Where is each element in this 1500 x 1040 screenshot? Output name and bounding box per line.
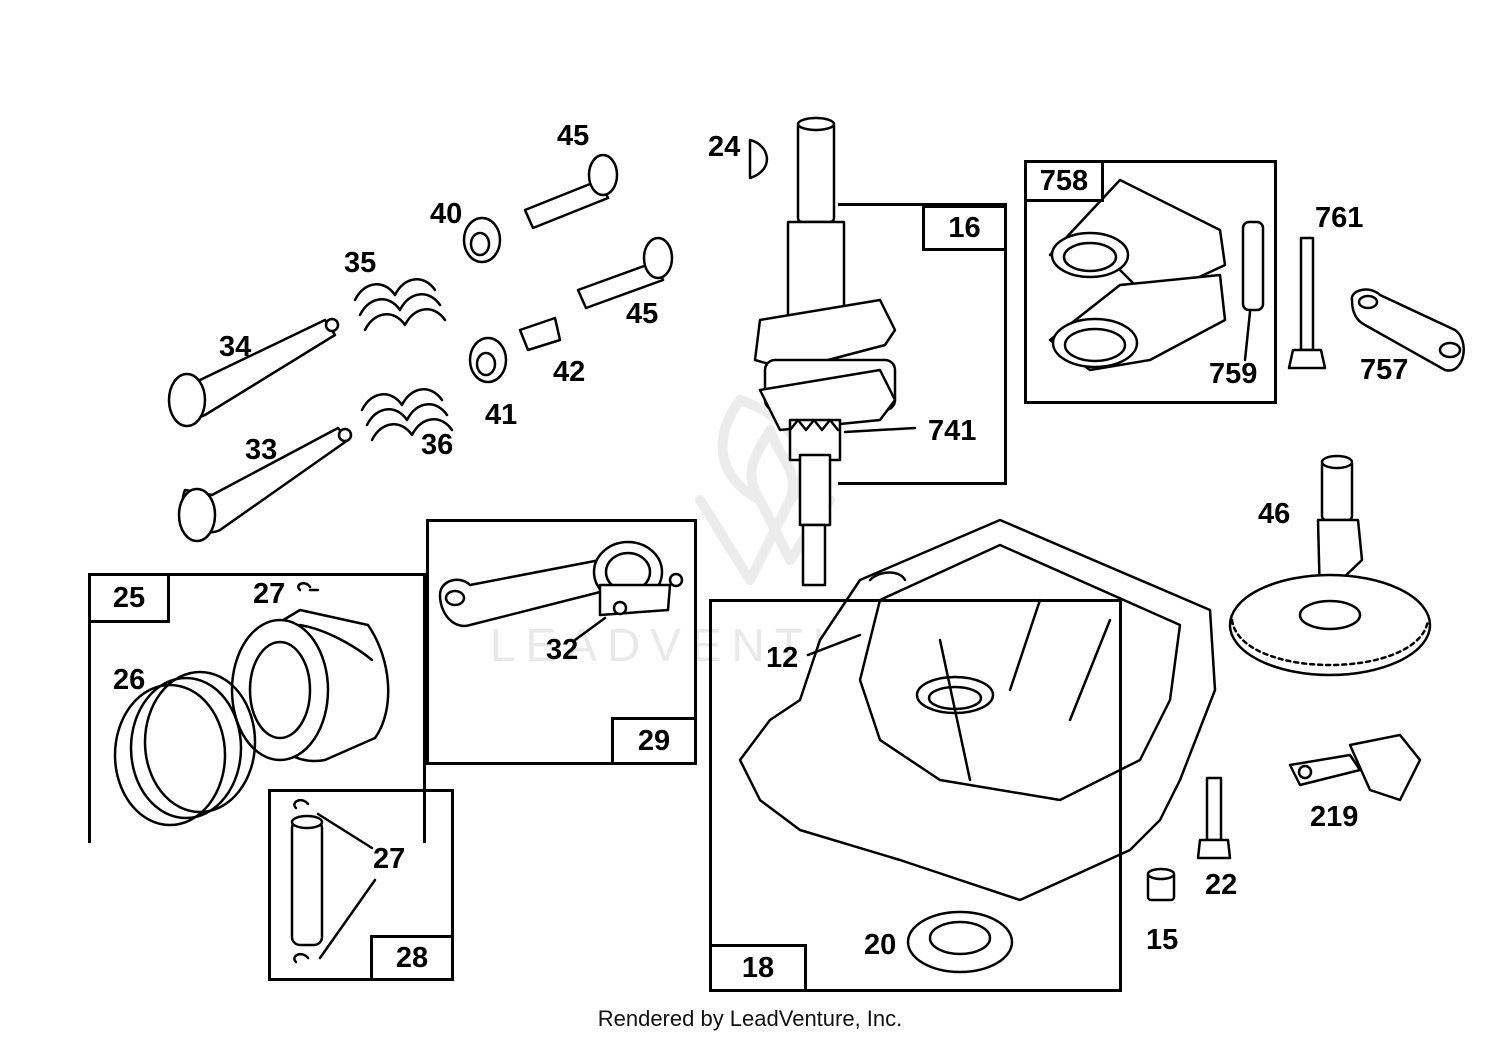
- box-label-758: 758: [1024, 160, 1104, 202]
- callout-34: 34: [219, 331, 252, 363]
- governor-frame: [1024, 160, 1277, 404]
- callout-45-lower: 45: [626, 298, 659, 330]
- callout-24: 24: [708, 131, 741, 163]
- piston-drawing: [230, 582, 390, 763]
- piston-pin-drawing: [290, 798, 377, 964]
- footer-credit: Rendered by LeadVenture, Inc.: [597, 1006, 903, 1031]
- callout-46: 46: [1258, 498, 1291, 530]
- callout-741: 741: [928, 415, 977, 447]
- governor-drawing: [1048, 178, 1265, 372]
- callout-22: 22: [1205, 869, 1238, 901]
- callout-27-lower: 27: [373, 843, 406, 875]
- callout-20: 20: [864, 929, 897, 961]
- box-label-28: 28: [370, 935, 454, 981]
- callout-41: 41: [485, 399, 518, 431]
- camshaft-drawing: [1228, 454, 1432, 677]
- bolt-761-drawing: [1287, 236, 1327, 370]
- callout-759: 759: [1209, 358, 1258, 390]
- sump-frame: [709, 599, 1122, 992]
- crankshaft-drawing: [753, 116, 897, 587]
- piston-pin-frame: [268, 789, 454, 981]
- box-label-29: 29: [611, 717, 697, 765]
- link-757-drawing: [1350, 288, 1465, 372]
- retainers-drawing: [462, 216, 562, 384]
- callout-27-upper: 27: [253, 578, 286, 610]
- callout-42: 42: [553, 356, 586, 388]
- springs-drawing: [353, 278, 454, 442]
- callout-32: 32: [546, 634, 579, 666]
- box-label-18: 18: [709, 944, 807, 992]
- box-label-16: 16: [922, 205, 1007, 251]
- piston-frame: [88, 573, 426, 843]
- tappets-drawing: [523, 153, 674, 310]
- compression-release-drawing: [1288, 733, 1422, 802]
- valves-drawing: [167, 317, 353, 543]
- rings-drawing: [113, 670, 257, 827]
- callout-36: 36: [421, 429, 454, 461]
- seal-20-drawing: [906, 910, 1014, 974]
- callout-761: 761: [1315, 202, 1364, 234]
- callout-757: 757: [1360, 354, 1409, 386]
- callout-26: 26: [113, 664, 146, 696]
- callout-12: 12: [766, 642, 799, 674]
- callout-15: 15: [1146, 924, 1179, 956]
- callout-40: 40: [430, 198, 463, 230]
- callout-35: 35: [344, 247, 377, 279]
- connecting-rod-drawing: [438, 540, 684, 642]
- box-label-25: 25: [88, 573, 170, 623]
- connecting-rod-frame: [426, 519, 697, 765]
- callout-219: 219: [1310, 801, 1359, 833]
- crankshaft-frame: [838, 203, 1007, 485]
- sump-drawing: [738, 518, 1217, 902]
- key-24-drawing: [748, 138, 769, 180]
- bolt-22-drawing: [1196, 776, 1232, 860]
- callout-33: 33: [245, 434, 278, 466]
- plug-15-drawing: [1146, 867, 1176, 902]
- callout-45-upper: 45: [557, 120, 590, 152]
